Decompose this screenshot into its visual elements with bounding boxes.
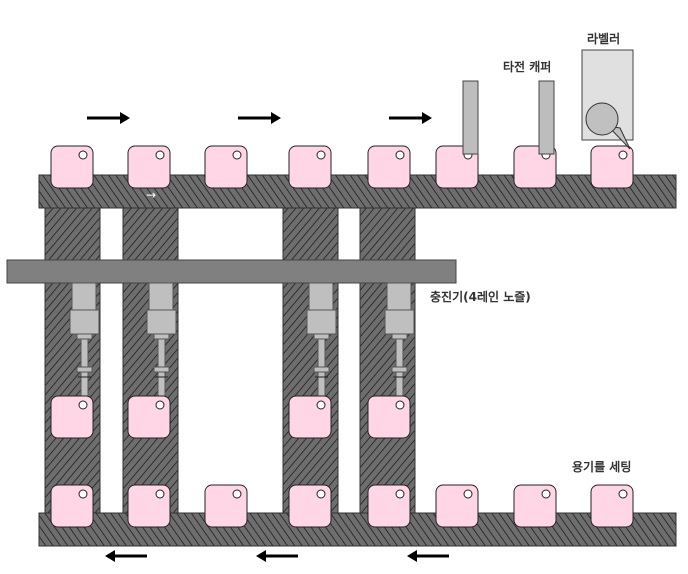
bottom-container-4 — [288, 484, 332, 528]
container-body — [513, 484, 557, 528]
vertical-belt-3 — [282, 205, 339, 517]
container-body — [127, 484, 171, 528]
bottom-container-3 — [204, 484, 248, 528]
vertical-belt-4 — [359, 205, 416, 517]
nozzle-2 — [146, 282, 177, 401]
top-container-1 — [50, 145, 94, 189]
labeler-roll — [585, 102, 619, 136]
labeler — [581, 49, 634, 150]
right-arrow-icon — [389, 112, 432, 124]
container-body — [288, 145, 332, 189]
container-opening — [541, 489, 551, 499]
nozzle-1 — [69, 282, 100, 401]
container-opening — [78, 400, 88, 410]
container-body — [204, 145, 248, 189]
bottom-container-2 — [127, 484, 171, 528]
cappers — [462, 80, 555, 155]
capper-rod-1 — [462, 80, 479, 155]
vertical-belts — [44, 205, 416, 517]
filling-container-1 — [50, 395, 94, 439]
container-setting-label: 용기를 세팅 — [572, 460, 632, 474]
left-arrow-icon — [105, 550, 147, 562]
container-body — [590, 484, 634, 528]
container-body — [367, 145, 411, 189]
containers — [50, 145, 634, 528]
bottom-container-6 — [435, 484, 479, 528]
container-opening — [232, 489, 242, 499]
filler-label: 충진기(4레인 노즐) — [430, 290, 531, 304]
container-body — [127, 395, 171, 439]
top-container-4 — [288, 145, 332, 189]
container-opening — [618, 150, 628, 160]
capper-label: 타전 캐퍼 — [503, 60, 552, 74]
filling-container-4 — [367, 395, 411, 439]
container-body — [50, 145, 94, 189]
capper-rod-2 — [538, 80, 555, 155]
container-opening — [395, 489, 405, 499]
container-body — [288, 484, 332, 528]
container-opening — [78, 489, 88, 499]
container-body — [288, 395, 332, 439]
container-opening — [395, 150, 405, 160]
container-body — [367, 484, 411, 528]
container-body — [590, 145, 634, 189]
nozzle-4 — [384, 282, 415, 401]
container-opening — [463, 489, 473, 499]
filler-bar — [6, 259, 457, 284]
bottom-container-8 — [590, 484, 634, 528]
right-arrow-icon — [238, 112, 281, 124]
container-body — [367, 395, 411, 439]
filling-container-3 — [288, 395, 332, 439]
top-container-2 — [127, 145, 171, 189]
container-body — [435, 484, 479, 528]
bottom-container-1 — [50, 484, 94, 528]
container-body — [204, 484, 248, 528]
vertical-belt-1 — [44, 205, 101, 517]
flow-arrows — [87, 112, 449, 562]
vertical-belt-2 — [122, 205, 179, 517]
container-opening — [316, 489, 326, 499]
left-arrow-icon — [256, 550, 298, 562]
small-flow-arrow: → — [146, 188, 156, 202]
top-container-8 — [590, 145, 634, 189]
container-body — [50, 395, 94, 439]
container-opening — [395, 400, 405, 410]
bottom-container-5 — [367, 484, 411, 528]
right-arrow-icon — [87, 112, 130, 124]
container-opening — [618, 489, 628, 499]
container-opening — [316, 400, 326, 410]
filling-container-2 — [127, 395, 171, 439]
nozzle-3 — [306, 282, 337, 401]
labeler-label: 라벨러 — [587, 32, 621, 46]
top-container-5 — [367, 145, 411, 189]
container-body — [127, 145, 171, 189]
bottom-container-7 — [513, 484, 557, 528]
left-arrow-icon — [407, 550, 449, 562]
container-opening — [155, 150, 165, 160]
container-body — [50, 484, 94, 528]
top-container-3 — [204, 145, 248, 189]
container-opening — [155, 400, 165, 410]
container-opening — [316, 150, 326, 160]
filling-nozzles — [69, 282, 415, 401]
container-opening — [78, 150, 88, 160]
top-container-6 — [435, 145, 479, 189]
container-opening — [232, 150, 242, 160]
container-opening — [155, 489, 165, 499]
